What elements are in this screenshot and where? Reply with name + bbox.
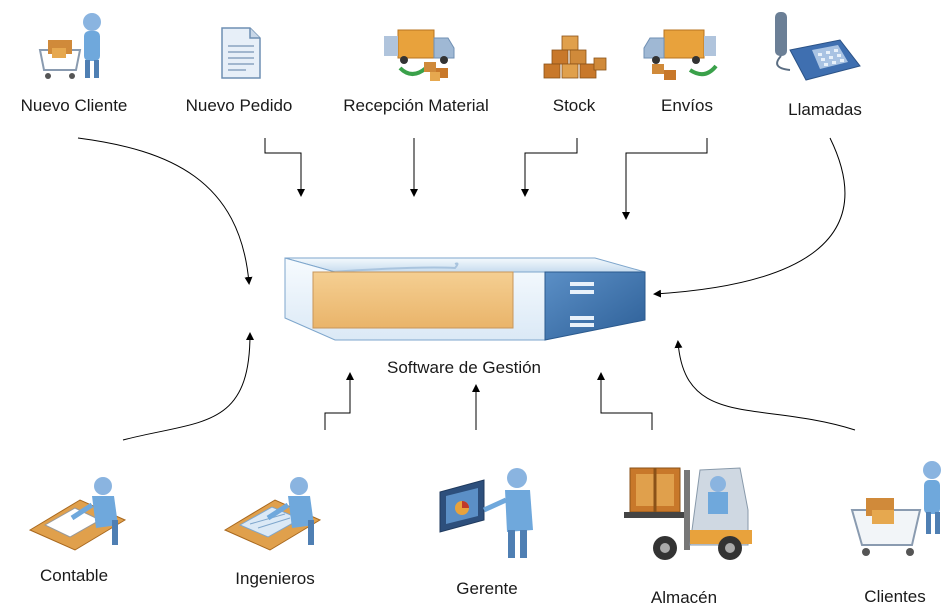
label-software-gestion: Software de Gestión <box>386 358 542 377</box>
connectors <box>77 137 856 441</box>
shipping-truck-icon <box>643 29 718 80</box>
manager-presentation-icon <box>439 468 533 558</box>
arrow-llamadas <box>653 137 846 298</box>
arrow-nuevo-pedido <box>264 138 305 197</box>
label-nuevo-cliente: Nuevo Cliente <box>20 96 128 115</box>
server-box-top <box>284 257 646 273</box>
arrow-clientes <box>674 340 856 431</box>
customer-cart-icon <box>850 461 941 556</box>
stacked-boxes-icon <box>543 35 607 79</box>
label-clientes: Clientes <box>864 587 926 606</box>
label-stock: Stock <box>552 96 596 115</box>
server-box <box>284 257 646 341</box>
telephone-icon <box>775 12 861 81</box>
label-recepcion-material: Recepción Material <box>343 96 489 115</box>
delivery-truck-icon <box>384 29 455 81</box>
arrow-ingenieros <box>324 372 354 430</box>
arrow-nuevo-cliente <box>77 137 253 285</box>
document-icon <box>221 27 261 79</box>
arrow-envios <box>622 138 708 220</box>
label-gerente: Gerente <box>456 579 518 598</box>
label-contable: Contable <box>39 566 109 585</box>
arrow-contable <box>122 332 254 441</box>
engineer-desk-icon <box>223 477 322 551</box>
label-nuevo-pedido: Nuevo Pedido <box>185 96 293 115</box>
server-box-side <box>544 271 646 341</box>
arrow-almacen <box>597 372 653 430</box>
server-box-panel <box>312 271 514 329</box>
label-envios: Envíos <box>661 96 713 115</box>
label-ingenieros: Ingenieros <box>235 569 315 588</box>
label-llamadas: Llamadas <box>788 100 862 119</box>
accountant-desk-icon <box>28 477 127 551</box>
label-almacen: Almacén <box>650 588 718 607</box>
shopping-cart-person-icon <box>38 13 101 79</box>
arrow-stock <box>521 138 578 197</box>
forklift-icon <box>624 467 752 560</box>
